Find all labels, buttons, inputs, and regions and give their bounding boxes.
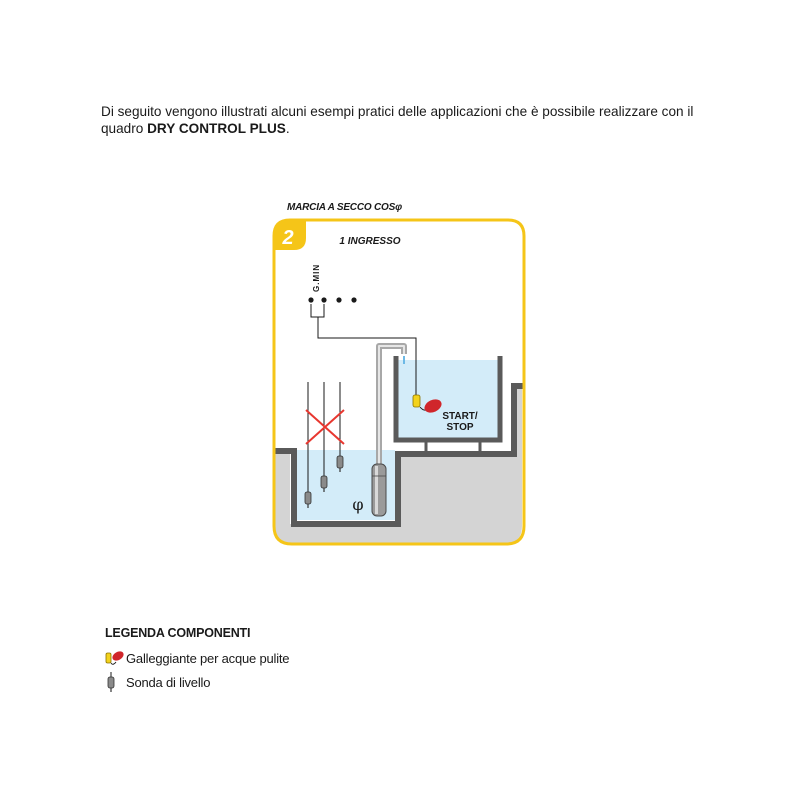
float-switch-icon bbox=[412, 394, 442, 413]
intro-paragraph: Di seguito vengono illustrati alcuni ese… bbox=[101, 103, 721, 137]
level-probe-icon bbox=[336, 455, 344, 472]
ground-area bbox=[274, 386, 522, 544]
figure-number: 2 bbox=[281, 227, 293, 249]
float-label-line1: START/ bbox=[442, 411, 478, 422]
product-name: DRY CONTROL PLUS bbox=[147, 121, 286, 136]
terminal-dot bbox=[336, 297, 342, 303]
terminal-dot bbox=[308, 297, 314, 303]
legend-item: Galleggiante per acque pulite bbox=[104, 646, 290, 670]
terminal-dot bbox=[351, 297, 357, 303]
float-cable bbox=[317, 317, 417, 400]
legend-label: Sonda di livello bbox=[126, 674, 211, 690]
figure-number-tab bbox=[274, 220, 306, 250]
tank-wall bbox=[393, 356, 503, 443]
float-cable bbox=[310, 304, 325, 318]
legend-title: LEGENDA COMPONENTI bbox=[105, 626, 251, 640]
sump-wall bbox=[274, 383, 524, 527]
float-label-line2: STOP bbox=[446, 422, 473, 433]
legend: LEGENDA COMPONENTI Galleggiante per acqu… bbox=[104, 626, 290, 694]
phi-symbol: φ bbox=[352, 495, 363, 514]
terminal-dot bbox=[321, 297, 327, 303]
legend-item: Sonda di livello bbox=[104, 670, 289, 694]
legend-label: Galleggiante per acque pulite bbox=[126, 650, 290, 666]
intro-end: . bbox=[285, 121, 290, 136]
submersible-pump-icon bbox=[371, 463, 387, 517]
float-switch-icon bbox=[105, 651, 124, 665]
intro-text: Di seguito vengono illustrati alcuni ese… bbox=[101, 104, 694, 136]
application-diagram: 2 1 INGRESSO G.MIN φ bbox=[272, 218, 526, 546]
gmin-label: G.MIN bbox=[312, 264, 321, 292]
discharge-pipe-inner bbox=[378, 345, 405, 464]
level-probe-icon bbox=[107, 672, 115, 692]
cross-out-icon bbox=[305, 409, 345, 445]
level-probe-icon bbox=[320, 475, 328, 492]
level-probe-icon bbox=[304, 491, 312, 508]
input-label: 1 INGRESSO bbox=[339, 236, 400, 247]
figure-title: MARCIA A SECCO COSφ bbox=[287, 202, 402, 213]
